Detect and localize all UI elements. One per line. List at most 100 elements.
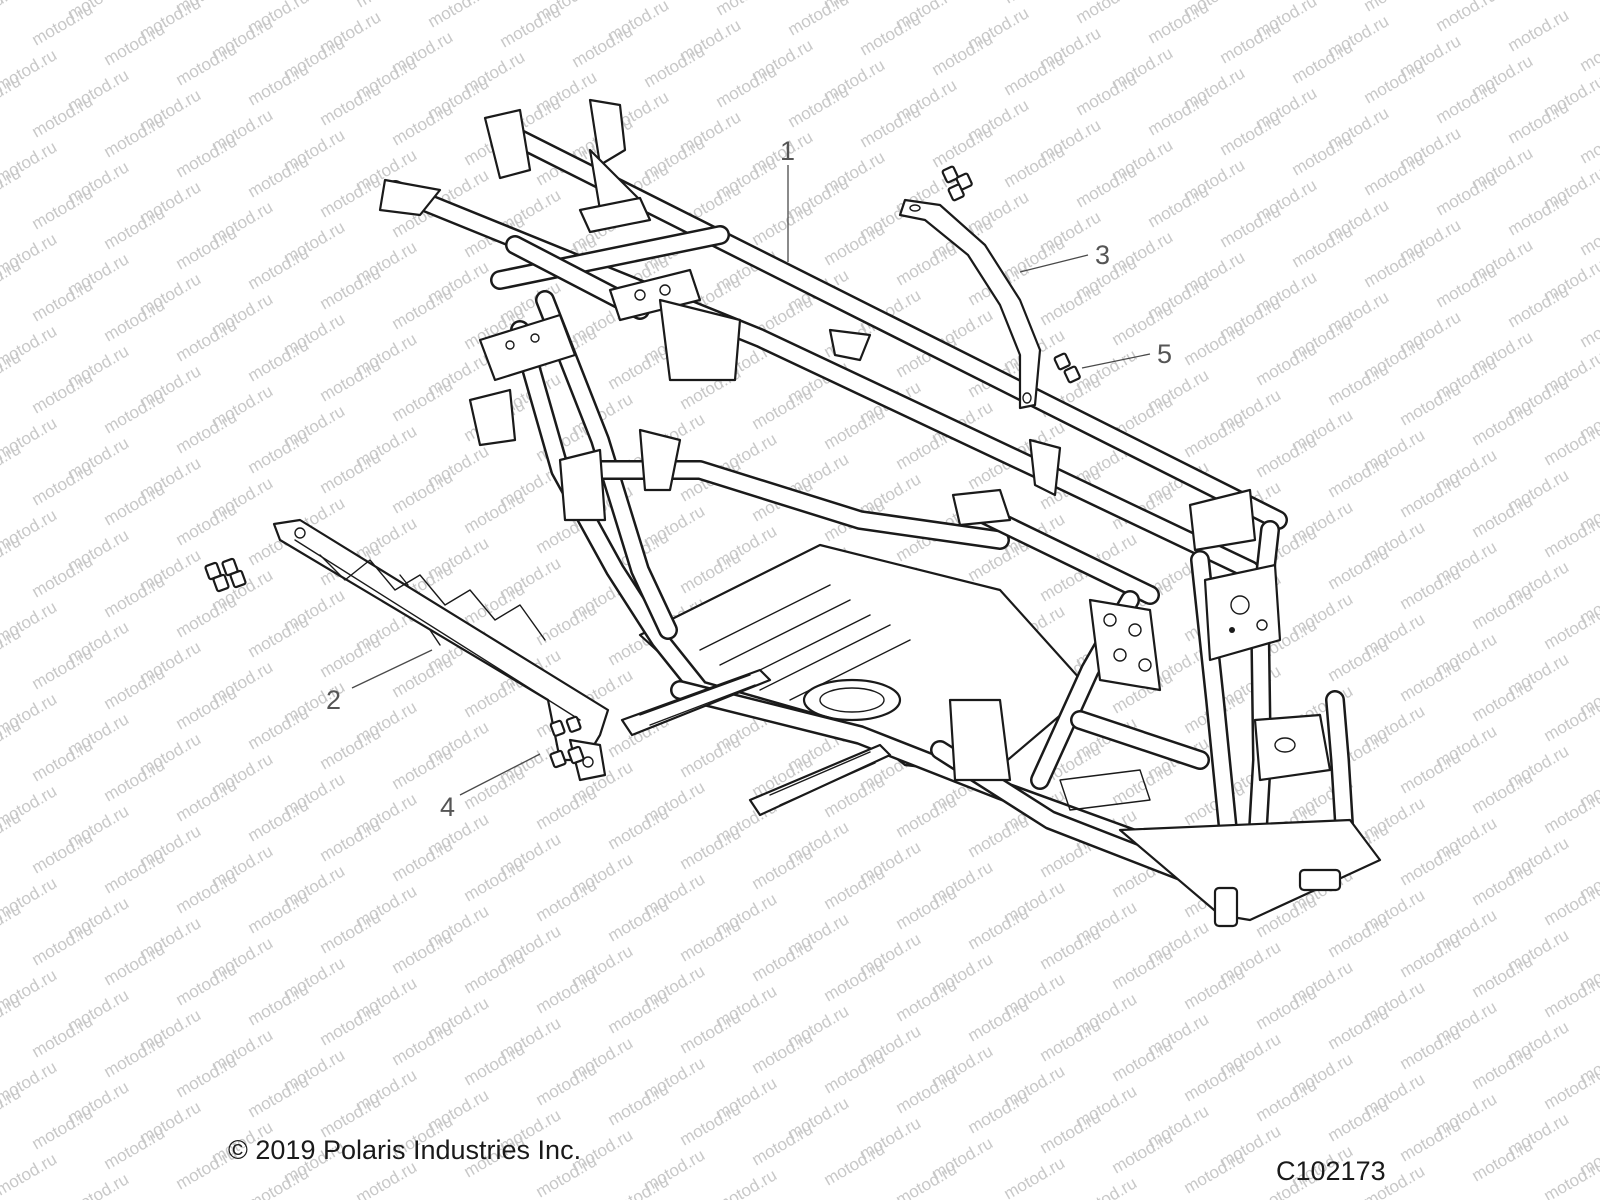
watermark-text: motod.ru xyxy=(65,1169,133,1200)
watermark-text: motod.ru xyxy=(965,1087,1033,1137)
watermark-text: motod.ru xyxy=(245,1071,313,1121)
watermark-text: motod.ru xyxy=(1397,931,1465,981)
watermark-text: motod.ru xyxy=(317,907,385,957)
watermark-text: motod.ru xyxy=(749,1027,817,1077)
watermark-text: motod.ru xyxy=(893,883,961,933)
watermark-text: motod.ru xyxy=(1289,221,1357,271)
watermark-text: motod.ru xyxy=(1361,57,1429,107)
watermark-text: motod.ru xyxy=(317,1091,385,1141)
watermark-text: motod.ru xyxy=(1541,971,1600,1021)
watermark-text: motod.ru xyxy=(1541,419,1600,469)
watermark-text: motod.ru xyxy=(173,1051,241,1101)
watermark-text: motod.ru xyxy=(29,367,97,417)
watermark-text: motod.ru xyxy=(1469,675,1537,725)
watermark-text: motod.ru xyxy=(461,947,529,997)
watermark-text: motod.ru xyxy=(245,887,313,937)
watermark-text: motod.ru xyxy=(713,1165,781,1200)
watermark-text: motod.ru xyxy=(29,1103,97,1153)
watermark-text: motod.ru xyxy=(569,21,637,71)
watermark-text: motod.ru xyxy=(389,1019,457,1069)
watermark-text: motod.ru xyxy=(389,743,457,793)
watermark-text: motod.ru xyxy=(1037,279,1105,329)
main-frame-part-1 xyxy=(378,98,1382,928)
watermark-text: motod.ru xyxy=(245,427,313,477)
watermark-text: motod.ru xyxy=(317,171,385,221)
watermark-text: motod.ru xyxy=(245,1163,313,1200)
watermark-text: motod.ru xyxy=(1505,189,1573,239)
watermark-text: motod.ru xyxy=(677,823,745,873)
watermark-text: motod.ru xyxy=(1181,1055,1249,1105)
watermark-text: motod.ru xyxy=(1361,149,1429,199)
watermark-text: motod.ru xyxy=(785,0,853,39)
watermark-text: motod.ru xyxy=(1181,319,1249,369)
watermark-text: motod.ru xyxy=(101,19,169,69)
bolt-icon xyxy=(204,557,247,593)
watermark-text: motod.ru xyxy=(317,355,385,405)
watermark-text: motod.ru xyxy=(101,295,169,345)
callout-4: 4 xyxy=(440,792,455,822)
watermark-text: motod.ru xyxy=(245,151,313,201)
watermark-text: motod.ru xyxy=(749,199,817,249)
watermark-text: motod.ru xyxy=(1541,695,1600,745)
watermark-text: motod.ru xyxy=(425,0,493,31)
watermark-text: motod.ru xyxy=(893,791,961,841)
watermark-text: motod.ru xyxy=(101,571,169,621)
watermark-text: motod.ru xyxy=(821,955,889,1005)
watermark-text: motod.ru xyxy=(173,867,241,917)
watermark-text: motod.ru xyxy=(461,579,529,629)
watermark-text: motod.ru xyxy=(101,755,169,805)
watermark-text: motod.ru xyxy=(1145,181,1213,231)
watermark-text: motod.ru xyxy=(1469,399,1537,449)
watermark-text: motod.ru xyxy=(29,919,97,969)
watermark-text: motod.ru xyxy=(101,663,169,713)
watermark-text: motod.ru xyxy=(1577,25,1600,75)
watermark-text: motod.ru xyxy=(857,9,925,59)
watermark-text: motod.ru xyxy=(1505,281,1573,331)
bolt-icon xyxy=(549,745,585,769)
watermark-text: motod.ru xyxy=(29,551,97,601)
callout-5: 5 xyxy=(1157,339,1172,369)
watermark-text: motod.ru xyxy=(461,487,529,537)
watermark-text: motod.ru xyxy=(317,263,385,313)
watermark-text: motod.ru xyxy=(1145,0,1213,47)
watermark-text: motod.ru xyxy=(1001,49,1069,99)
watermark-text: motod.ru xyxy=(245,335,313,385)
watermark-text: motod.ru xyxy=(533,783,601,833)
watermark-text: motod.ru xyxy=(929,121,997,171)
watermark-text: motod.ru xyxy=(1541,511,1600,561)
bolt-group-part-5 xyxy=(941,165,1081,384)
watermark-text: motod.ru xyxy=(1541,879,1600,929)
watermark-text: motod.ru xyxy=(29,735,97,785)
watermark-text: motod.ru xyxy=(1109,1127,1177,1177)
watermark-text: motod.ru xyxy=(173,591,241,641)
watermark-text: motod.ru xyxy=(1505,5,1573,55)
watermark-text: motod.ru xyxy=(1397,747,1465,797)
watermark-text: motod.ru xyxy=(245,795,313,845)
watermark-text: motod.ru xyxy=(389,651,457,701)
watermark-text: motod.ru xyxy=(1037,923,1105,973)
watermark-text: motod.ru xyxy=(1397,471,1465,521)
watermark-text: motod.ru xyxy=(821,1139,889,1189)
watermark-text: motod.ru xyxy=(389,283,457,333)
watermark-text: motod.ru xyxy=(1109,1035,1177,1085)
callout-1: 1 xyxy=(780,136,795,166)
watermark-text: motod.ru xyxy=(533,599,601,649)
watermark-text: motod.ru xyxy=(389,467,457,517)
watermark-text: motod.ru xyxy=(1073,0,1141,27)
drawing-number: C102173 xyxy=(1276,1156,1386,1186)
watermark-text: motod.ru xyxy=(749,1119,817,1169)
callout-2: 2 xyxy=(326,685,341,715)
watermark-text: motod.ru xyxy=(29,183,97,233)
watermark-text: motod.ru xyxy=(965,995,1033,1045)
watermark-text: motod.ru xyxy=(0,1149,60,1199)
watermark-text: motod.ru xyxy=(533,875,601,925)
watermark-text: motod.ru xyxy=(1397,655,1465,705)
watermark-text: motod.ru xyxy=(605,1171,673,1200)
watermark-text: motod.ru xyxy=(893,1159,961,1200)
watermark-text: motod.ru xyxy=(1433,169,1501,219)
watermark-text: motod.ru xyxy=(605,1079,673,1129)
watermark-text: motod.ru xyxy=(1145,89,1213,139)
callout-3: 3 xyxy=(1095,240,1110,270)
watermark-text: motod.ru xyxy=(101,203,169,253)
watermark-text: motod.ru xyxy=(101,387,169,437)
